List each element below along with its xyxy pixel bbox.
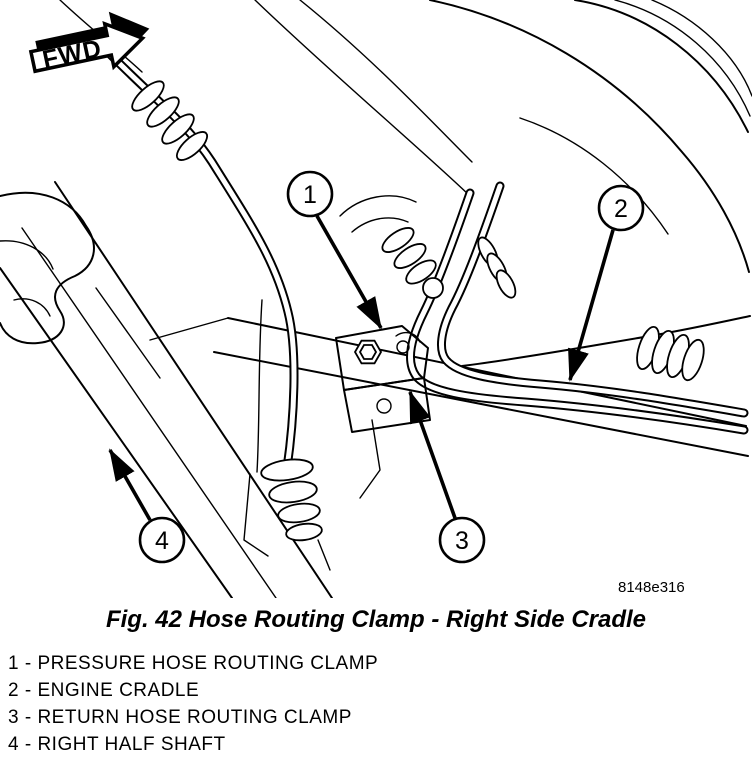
callout-3-number: 3 [455, 527, 469, 555]
callout-3-bubble: 3 [438, 516, 486, 564]
fwd-arrow: FWD [28, 11, 150, 74]
legend-item-2: 2 - ENGINE CRADLE [8, 680, 200, 701]
legend-item-1: 1 - PRESSURE HOSE ROUTING CLAMP [8, 653, 379, 674]
callout-4-bubble: 4 [138, 516, 186, 564]
engine-left-components [0, 191, 95, 345]
callout-4-number: 4 [155, 527, 169, 555]
legend: 1 - PRESSURE HOSE ROUTING CLAMP 2 - ENGI… [8, 650, 738, 758]
figure-caption: Fig. 42 Hose Routing Clamp - Right Side … [105, 606, 647, 633]
callout-2-number: 2 [614, 195, 628, 223]
callout-1-number: 1 [303, 181, 317, 209]
technical-diagram: FWD 1 2 3 4 [0, 0, 752, 598]
engine-outline-lines [254, 0, 752, 273]
figure-ref-code: 8148e316 [618, 579, 685, 596]
hose-coupling-upper-left [131, 80, 209, 161]
half-shaft-band [0, 181, 333, 598]
legend-item-3: 3 - RETURN HOSE ROUTING CLAMP [8, 707, 352, 728]
callout-3-arrow [408, 390, 457, 519]
callout-2-arrow [568, 229, 615, 382]
callout-arrows [108, 215, 615, 521]
callout-1-bubble: 1 [286, 170, 334, 218]
hose-coupling-far-right [636, 325, 705, 382]
hose-lines-left [59, 0, 299, 473]
callout-1-arrow [315, 215, 383, 330]
clamp-bolt [353, 339, 383, 365]
legend-item-4: 4 - RIGHT HALF SHAFT [8, 734, 226, 755]
callout-4-arrow [108, 448, 152, 521]
routing-clamp-bracket [335, 325, 431, 433]
engine-cradle-lines [149, 317, 749, 499]
hose-coupling-right-upper [477, 236, 517, 299]
callout-2-bubble: 2 [597, 184, 645, 232]
hose-lines-right [406, 181, 751, 435]
pressure-fittings [339, 195, 444, 299]
cv-boot-bellows [243, 458, 331, 571]
